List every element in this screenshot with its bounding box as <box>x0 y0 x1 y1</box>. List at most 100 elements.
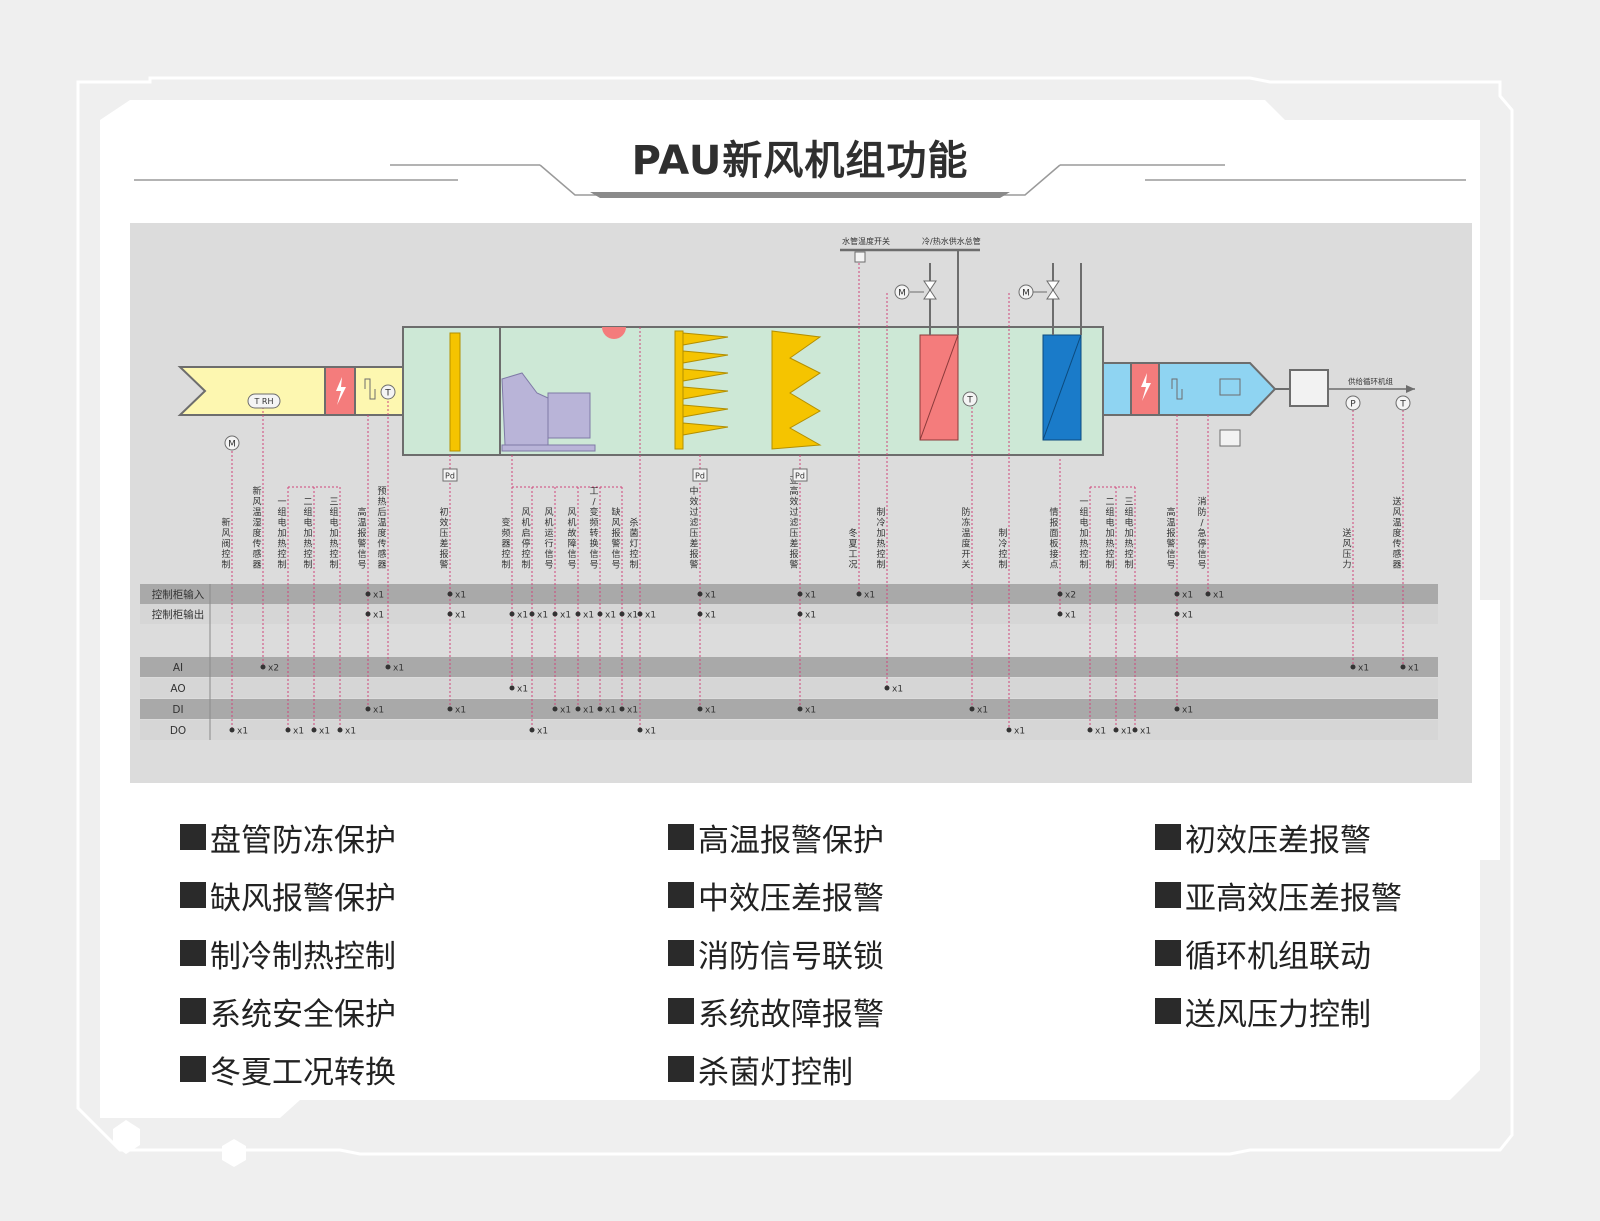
signal-label-char: 初 <box>439 506 448 518</box>
signal-label-char: 度 <box>377 527 386 539</box>
differential-pressure-switch <box>692 468 708 482</box>
signal-dot <box>856 591 862 597</box>
feature-label: 亚高效压差报警 <box>1185 880 1402 917</box>
signal-label-char: 制 <box>998 559 1007 571</box>
signal-label-char: 热 <box>329 538 338 550</box>
signal-label-char: 度 <box>1392 527 1401 539</box>
signal-label-char: 温 <box>1392 518 1401 529</box>
signal-label-char: 机 <box>544 517 553 529</box>
signal-label-char: 三 <box>1124 498 1133 508</box>
signal-label-char: 控 <box>1079 548 1088 560</box>
signal-label-char: 冷 <box>876 517 885 529</box>
signal-count: x1 <box>627 611 638 621</box>
signal-count: x1 <box>605 611 616 621</box>
signal-count: x1 <box>517 611 528 621</box>
fresh-air-damper-actuator-label: M <box>228 440 236 450</box>
signal-count: x1 <box>645 727 656 737</box>
signal-row-label: DO <box>170 725 186 737</box>
signal-label-char: 器 <box>252 560 261 571</box>
pau-control-diagram: 控制柜输入控制柜输出AIAODIDO新风阀控制x1新风温湿度传感器x2一组电加热… <box>130 223 1472 783</box>
feature-item: 制冷制热控制 <box>180 924 396 982</box>
signal-label-char: 警 <box>439 559 448 571</box>
supply-temperature-sensor-label: T <box>1399 400 1406 410</box>
feature-column-3: 初效压差报警 亚高效压差报警 循环机组联动 送风压力控制 <box>1155 808 1402 1040</box>
feature-label: 冬夏工况转换 <box>210 1054 396 1091</box>
signal-count: x1 <box>455 611 466 621</box>
supply-temperature-sensor <box>1395 395 1411 411</box>
signal-dot <box>311 727 317 733</box>
signal-count: x1 <box>1182 591 1193 601</box>
signal-label-char: 转 <box>589 527 598 539</box>
signal-label-char: 关 <box>961 559 970 571</box>
signal-label-char: 防 <box>1197 506 1206 518</box>
signal-dot <box>509 611 515 617</box>
signal-label-char: 器 <box>501 539 510 550</box>
signal-label-char: 器 <box>377 560 386 571</box>
signal-count: x1 <box>805 706 816 716</box>
signal-label-char: 热 <box>377 496 386 508</box>
signal-label-char: 传 <box>252 538 261 550</box>
signal-dot <box>597 611 603 617</box>
signal-count: x1 <box>1213 591 1224 601</box>
signal-count: x1 <box>560 611 571 621</box>
signal-label-char: 制 <box>1079 559 1088 571</box>
signal-count: x1 <box>627 706 638 716</box>
signal-label-char: 组 <box>329 506 338 518</box>
signal-label-char: 压 <box>789 528 798 539</box>
signal-label-char: 热 <box>1124 538 1133 550</box>
signal-count: x1 <box>1121 727 1132 737</box>
feature-item: 循环机组联动 <box>1155 924 1402 982</box>
feature-label: 中效压差报警 <box>698 880 884 917</box>
signal-dot <box>365 611 371 617</box>
signal-label-char: 控 <box>501 548 510 560</box>
signal-label-char: 温 <box>961 528 970 539</box>
circulation-arrowhead-icon <box>1406 385 1415 393</box>
signal-label-char: 高 <box>1166 506 1175 518</box>
signal-label-char: 热 <box>1079 538 1088 550</box>
preheat-heater-bolt-icon <box>336 377 346 405</box>
signal-dot <box>1132 727 1138 733</box>
signal-label-char: 警 <box>1166 538 1175 550</box>
signal-row <box>140 720 1438 740</box>
supply-pressure-sensor <box>1345 395 1361 411</box>
signal-dot <box>697 611 703 617</box>
signal-label-char: 感 <box>252 548 261 560</box>
medium-filter <box>674 330 729 450</box>
signal-dot <box>597 706 603 712</box>
signal-count: x1 <box>1182 611 1193 621</box>
signal-label-char: 号 <box>567 560 576 571</box>
antifreeze-temperature-sensor-label: T <box>966 396 973 406</box>
signal-label-char: 警 <box>789 559 798 571</box>
signal-label-char: 控 <box>1124 548 1133 560</box>
signal-label-char: 加 <box>876 528 885 539</box>
feature-item: 消防信号联锁 <box>668 924 884 982</box>
signal-label-char: 况 <box>848 560 857 571</box>
feature-item: 盘管防冻保护 <box>180 808 396 866</box>
signal-label-char: 制 <box>1105 559 1114 571</box>
signal-label-char: 变 <box>501 517 510 529</box>
signal-label-char: 新 <box>252 485 261 497</box>
feature-item: 系统安全保护 <box>180 982 396 1040</box>
signal-label-char: 号 <box>544 560 553 571</box>
feature-label: 缺风报警保护 <box>210 880 396 917</box>
signal-count: x1 <box>393 664 404 674</box>
signal-label-char: 湿 <box>252 518 261 529</box>
signal-count: x1 <box>537 727 548 737</box>
signal-label-char: 接 <box>1049 548 1058 560</box>
circulation-unit <box>1289 369 1329 407</box>
signal-label-char: 组 <box>1079 506 1088 518</box>
signal-label-char: 效 <box>789 496 798 508</box>
signal-label-char: 风 <box>221 528 230 539</box>
differential-pressure-switch <box>792 468 808 482</box>
signal-count: x1 <box>705 611 716 621</box>
main-pipe-label: 冷/热水供水总管 <box>922 236 981 246</box>
fresh-air-temp-humidity-sensor-label: T RH <box>253 397 273 406</box>
sub-hepa-filter <box>771 330 822 450</box>
bullet-square-icon <box>180 824 206 850</box>
feature-label: 送风压力控制 <box>1185 996 1371 1033</box>
bullet-square-icon <box>180 882 206 908</box>
signal-label-char: 变 <box>589 506 598 518</box>
bullet-square-icon <box>668 824 694 850</box>
signal-label-char: 制 <box>501 559 510 571</box>
signal-row <box>140 699 1438 719</box>
